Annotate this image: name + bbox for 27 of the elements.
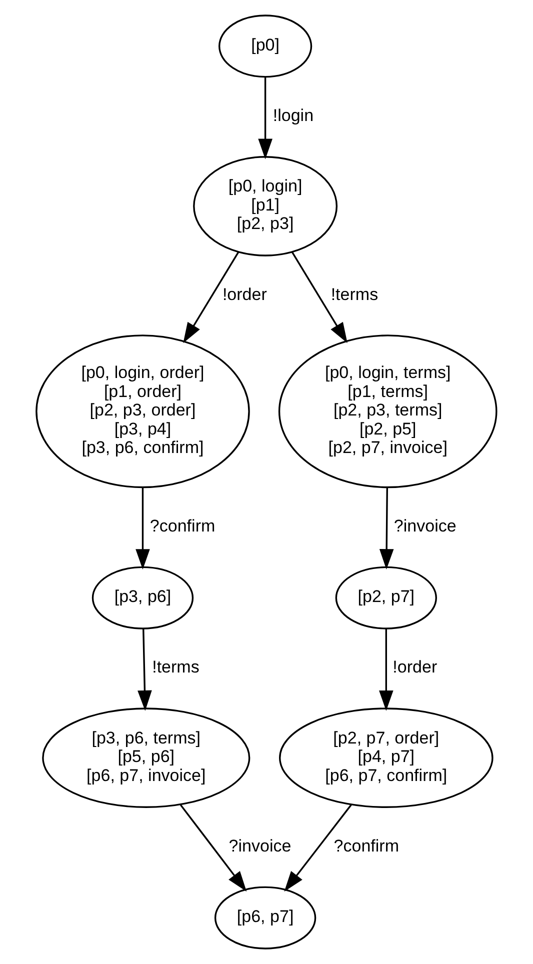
arrow (284, 804, 352, 892)
node-ellipse: [p6, p7] (214, 886, 316, 950)
edge-label: !terms (330, 284, 378, 304)
edge-label: ?confirm (334, 836, 400, 856)
node-ellipse: [p3, p6] (92, 566, 194, 630)
edge-label: ?invoice (228, 836, 292, 856)
edge-label: !order (222, 284, 267, 304)
node-ellipse: [p2, p7, order] [p4, p7] [p6, p7, confirm] (279, 708, 494, 808)
arrow (138, 628, 152, 711)
arrow (258, 77, 272, 160)
edge-label: !terms (152, 658, 200, 677)
edge-label: !login (272, 106, 314, 126)
edge-label: ?confirm (150, 516, 216, 536)
node-ellipse: [p0, login] [p1] [p2, p3] (193, 156, 338, 256)
node-ellipse: [p0, login, order] [p1, order] [p2, p3, order] [p3, p4] [p3, p6, confirm] (36, 334, 250, 488)
node-ellipse: [p0, login, terms] [p1, terms] [p2, p3, terms] [p2, p5] [p2, p7, invoice] (278, 334, 498, 488)
node-ellipse: [p3, p6, terms] [p5, p6] [p6, p7, invoice] (42, 708, 250, 808)
arrow (379, 488, 394, 570)
arrow (136, 488, 150, 570)
arrow (183, 252, 240, 344)
node-ellipse: [p2, p7] (335, 566, 437, 630)
edge-label: ?invoice (394, 516, 456, 536)
edge-label: !order (392, 658, 438, 677)
arrow (180, 804, 247, 892)
arrow (379, 629, 394, 711)
arrow (291, 252, 348, 344)
node-ellipse: [p0] (218, 14, 312, 78)
